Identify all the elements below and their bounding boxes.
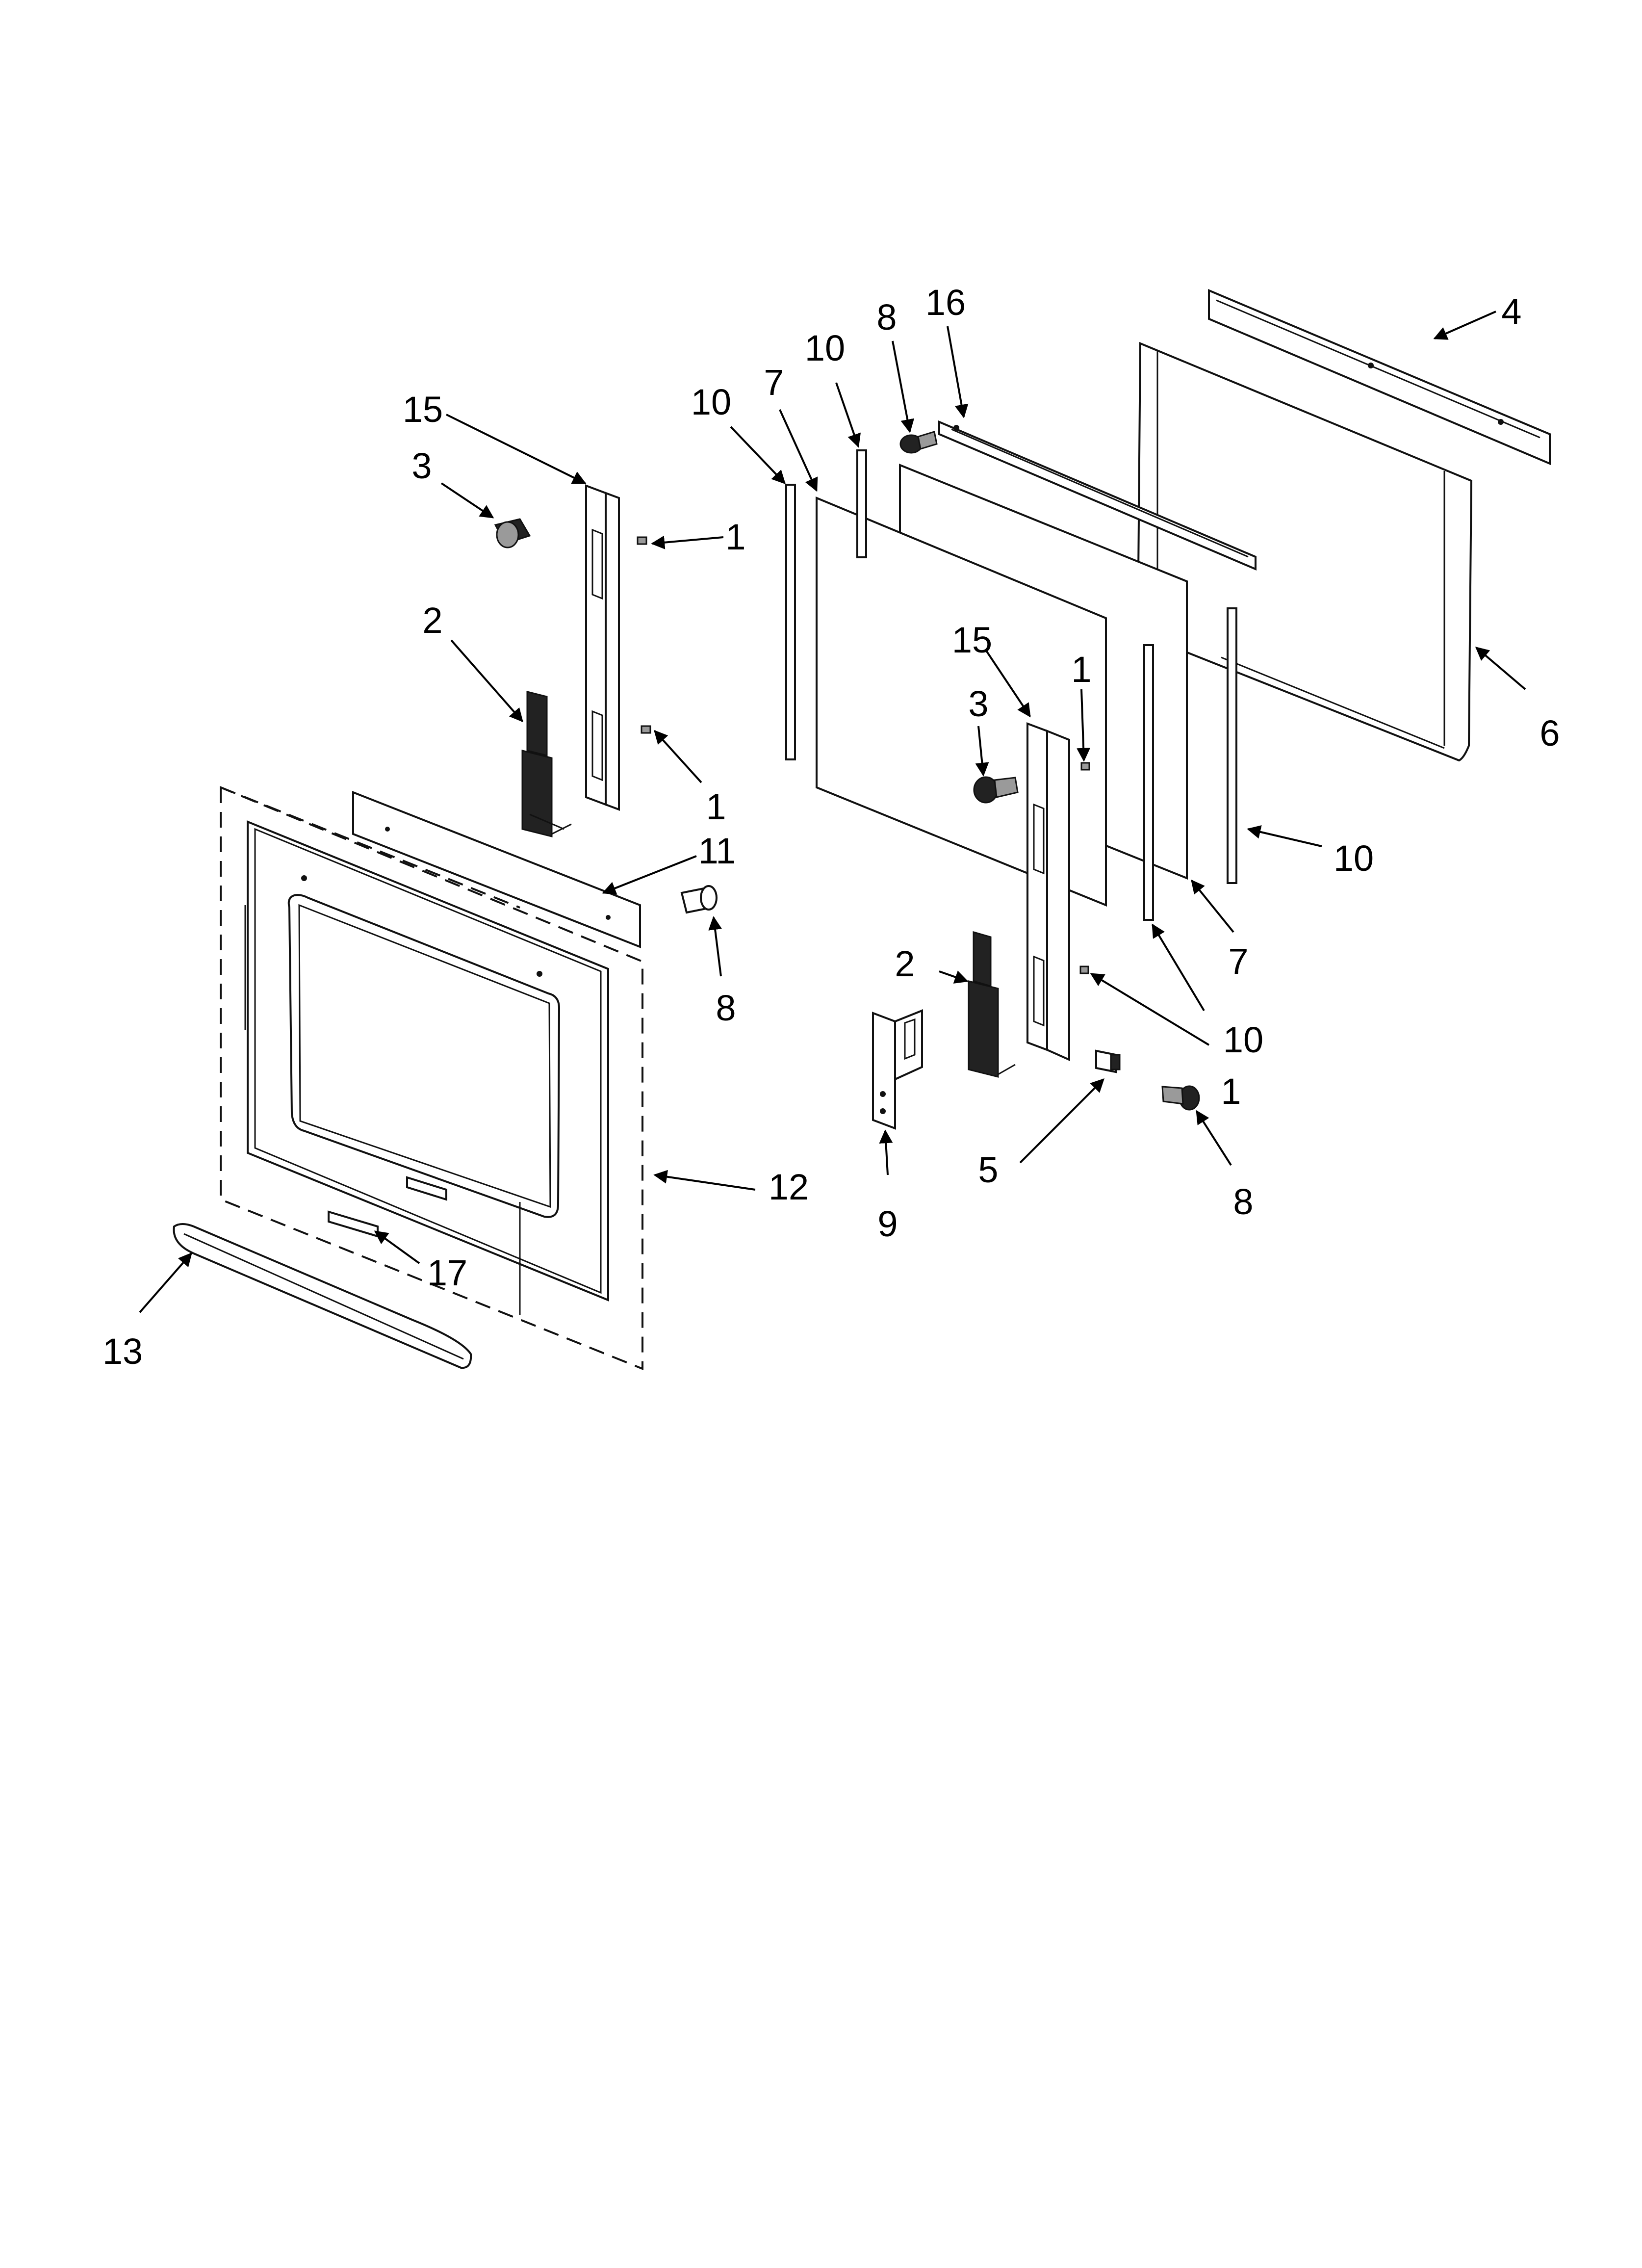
screw [494,518,531,548]
callout-12: 12 [769,1167,809,1207]
callout-1: 1 [1071,649,1091,690]
callout-3: 3 [968,683,988,724]
callout-4: 4 [1501,291,1521,332]
callout-2: 2 [895,943,915,984]
callout-11: 11 [698,831,736,871]
clip [637,536,647,545]
callout-1: 1 [1221,1071,1241,1112]
callout-8: 8 [876,297,897,338]
clip [1079,965,1089,974]
callout-3: 3 [411,445,432,486]
callout-15: 15 [952,620,992,660]
door-assembly-outline [220,786,643,1370]
callout-10: 10 [805,328,845,368]
callout-1: 1 [706,786,726,827]
screw [899,431,938,454]
door-handle [173,1223,472,1369]
callout-9: 9 [877,1203,898,1244]
callout-7: 7 [1228,941,1248,982]
callout-2: 2 [422,600,442,641]
top-trim [1208,288,1551,466]
callout-17: 17 [427,1252,467,1293]
screw [680,885,718,914]
callout-10: 10 [691,382,731,422]
spacer-strip [856,449,867,558]
rail-bracket [938,420,1257,571]
spacer-strip [1227,607,1237,884]
callout-1: 1 [725,517,745,557]
latch [1095,1049,1121,1073]
spacer-strip [1143,644,1154,921]
clip [641,725,651,734]
callout-8: 8 [716,988,736,1028]
screw [1161,1085,1200,1111]
mounting-bracket [872,1009,923,1130]
spacer-strip [785,484,796,760]
callout-8: 8 [1233,1181,1253,1222]
callout-10: 10 [1223,1019,1263,1060]
callout-10: 10 [1334,838,1374,879]
callout-5: 5 [978,1149,998,1190]
vent-strip [352,791,641,948]
inner-door-panel [1136,342,1473,762]
hinge [968,931,1016,1078]
callout-15: 15 [403,389,443,430]
hinge [521,691,572,837]
hinge-channel [585,484,620,811]
callout-leaders [139,311,1526,1313]
clip [1080,762,1090,771]
hinge-channel [1026,722,1070,1062]
callout-13: 13 [103,1331,143,1372]
callout-7: 7 [764,362,784,403]
screw [973,776,1019,804]
outer-door-panel [244,820,609,1315]
callout-16: 16 [925,282,966,323]
callout-6: 6 [1539,713,1560,754]
